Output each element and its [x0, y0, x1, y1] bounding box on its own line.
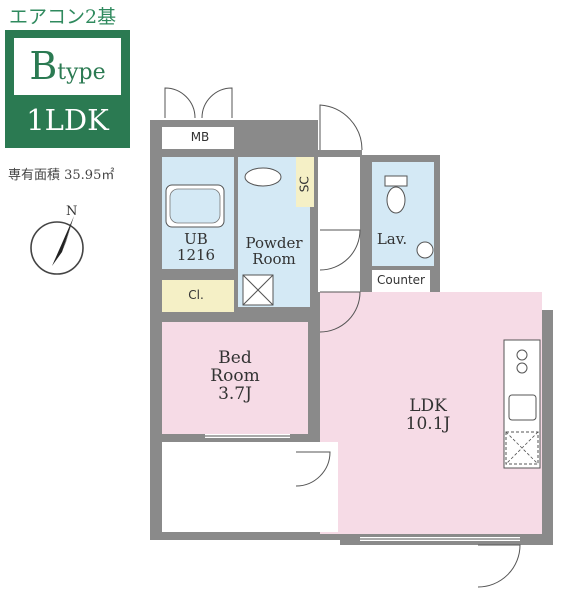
kitchen-sink — [508, 394, 537, 421]
type-label: Btype — [14, 44, 121, 88]
stove-burner-2 — [516, 362, 528, 374]
compass-icon: N — [30, 204, 84, 275]
sc-closet — [296, 157, 314, 207]
mb-space — [162, 127, 234, 149]
sc-label: SC — [297, 176, 312, 193]
toilet-tank — [384, 175, 408, 187]
layout-label: 1LDK — [26, 103, 109, 137]
ldk-label-line1: LDK — [409, 396, 447, 416]
entrance-door-left — [164, 87, 196, 119]
counter-space — [372, 270, 430, 292]
mb-label: MB — [190, 130, 210, 144]
counter-label: Counter — [377, 273, 425, 287]
bed-label-line2: Room — [210, 365, 260, 386]
bathtub-inner — [169, 188, 221, 224]
ldk-door — [319, 291, 361, 333]
hall-door-mid — [319, 229, 361, 271]
powder-label: Powder Room — [236, 234, 312, 268]
balcony-door — [295, 451, 331, 487]
entrance-door-right — [201, 87, 233, 119]
toilet-bowl — [386, 186, 406, 214]
closet-label: Cl. — [188, 288, 204, 302]
powder-basin — [244, 167, 282, 187]
type-word: type — [57, 60, 106, 85]
lav-label: Lav. — [376, 230, 408, 248]
lav-sink — [416, 241, 434, 259]
ldk-label: LDK 10.1J — [388, 396, 468, 434]
ub-label-line1: UB — [184, 230, 208, 248]
type-badge-panel: Btype — [14, 38, 121, 95]
north-compass: N — [22, 202, 92, 282]
hall-space — [318, 157, 360, 292]
balcony-area — [162, 442, 338, 532]
bed-label-line3: 3.7J — [218, 383, 252, 404]
aircon-note: エアコン2基 — [9, 6, 117, 28]
stove-burner-1 — [516, 349, 528, 361]
ub-label: UB 1216 — [172, 230, 220, 264]
bed-label: Bed Room 3.7J — [190, 348, 280, 404]
type-badge: Btype 1LDK — [5, 30, 130, 148]
hall-door-top — [319, 104, 363, 151]
ldk-room-upper — [320, 292, 430, 322]
compass-north-label: N — [66, 204, 77, 219]
ub-label-line2: 1216 — [176, 245, 216, 264]
bed-label-line1: Bed — [218, 348, 252, 368]
powder-label-line2: Room — [252, 249, 296, 268]
ldk-label-line2: 10.1J — [405, 413, 451, 434]
bed-room — [162, 322, 308, 434]
closet — [162, 280, 234, 312]
floor-area: 専有面積 35.95㎡ — [8, 168, 115, 183]
type-letter: B — [29, 44, 58, 88]
powder-label-line1: Powder — [245, 234, 303, 252]
exit-door — [477, 544, 521, 588]
